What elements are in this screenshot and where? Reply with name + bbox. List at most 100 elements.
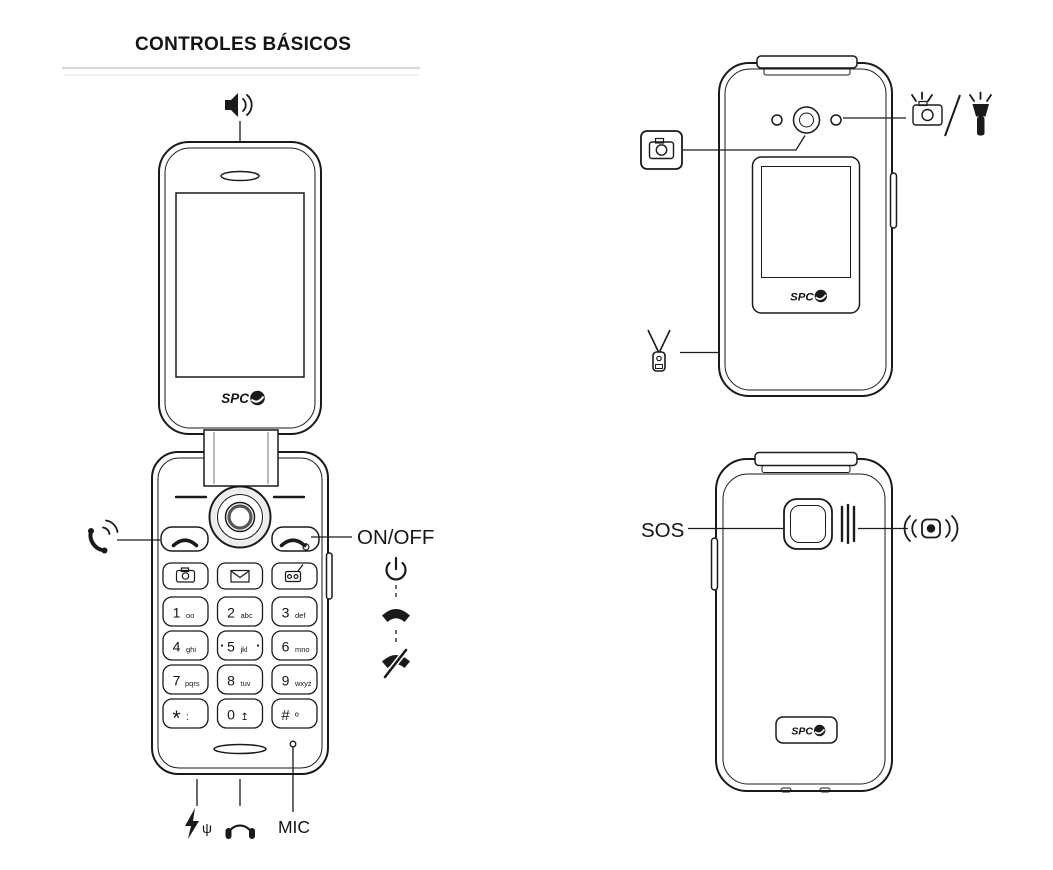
mic-label: MIC [278,817,310,837]
logo-swoosh [815,294,827,300]
cover-side-button [889,172,898,229]
navigation-pad [208,485,272,549]
main-screen [175,192,305,378]
svg-text:wxyz: wxyz [294,679,312,688]
key-7: 7 pqrs [162,664,209,695]
svg-text:mno: mno [295,645,310,654]
sos-label: SOS [641,519,684,542]
back-hinge [754,451,858,473]
svg-text:0: 0 [227,707,235,723]
call-key [160,526,209,552]
svg-text:↥: ↥ [241,712,249,723]
call-icon [88,519,119,554]
lanyard-icon [647,329,671,372]
envelope-icon [230,569,250,583]
message-key [216,562,264,590]
reject-call-icon [382,648,410,679]
cover-camera-lens [792,106,821,134]
svg-text:º: º [295,712,299,723]
torch-icon [969,91,992,136]
key-9: 9 wxyz [271,664,318,695]
sos-button-shape [783,498,833,550]
svg-text::: : [186,712,189,723]
logo-plate [775,716,838,744]
tactile-dot [256,644,260,647]
phone-flip-inner-line [164,147,316,429]
key-1: 1 oo [162,596,209,627]
brand-text: SPC [791,725,813,737]
open-phone-front-view: SPC [88,93,434,839]
flash-led [771,114,783,126]
svg-text:*: * [172,707,180,730]
key-3: 3 def [271,596,318,627]
logo-swoosh [814,728,825,735]
numeric-keypad: 1 oo 2 abc 3 def 4 ghi 5 jkl [162,596,318,730]
svg-text:abc: abc [241,611,253,620]
key-5: 5 jkl [216,630,264,661]
cover-hinge [756,55,858,76]
bottom-notches [780,787,831,793]
speaker-grille [840,503,856,545]
speaker-volume-icon [225,93,253,117]
brand-text: SPC [221,391,249,406]
mic-hole [289,740,297,748]
back-side-button [710,537,719,591]
svg-text:def: def [295,611,306,620]
slash-separator [944,94,961,137]
svg-text:5: 5 [227,639,235,655]
svg-text:#: # [281,707,290,724]
camera-icon [640,130,683,170]
charger-icon: ψ [185,808,212,839]
svg-text:oo: oo [186,611,194,620]
key-0: 0 ↥ [216,698,264,729]
svg-text:pqrs: pqrs [185,679,200,688]
svg-text:3: 3 [282,605,290,621]
cover-inner-line [724,68,887,391]
key-hash: # º [271,698,318,729]
loudspeaker-icon [903,515,959,542]
camera-key [162,562,209,590]
logo-swoosh [250,395,265,403]
earpiece-speaker [220,170,260,182]
radio-key [271,562,318,590]
spc-logo: SPC [221,390,265,406]
camera-flash-icon [911,91,943,126]
hang-up-icon [382,609,410,622]
spc-logo: SPC [791,724,826,737]
svg-text:2: 2 [227,605,235,621]
key-4: 4 ghi [162,630,209,661]
svg-text:1: 1 [173,605,181,621]
key-6: 6 mno [271,630,318,661]
page-title: CONTROLES BÁSICOS [135,33,351,55]
svg-text:ghi: ghi [186,645,196,654]
torch-led [830,114,842,126]
svg-text:9: 9 [282,673,290,689]
camera-key-icon [181,572,190,580]
key-8: 8 tuv [216,664,264,695]
brand-text: SPC [790,291,814,303]
svg-text:8: 8 [227,673,235,689]
svg-text:jkl: jkl [240,645,248,654]
radio-icon [284,570,302,583]
headphones-icon [225,824,255,839]
usb-symbol: ψ [202,820,212,836]
scan-artifact-lines [62,66,420,76]
bottom-speaker-slot [213,743,267,755]
side-button [325,552,333,600]
power-end-key [271,526,320,552]
hinge [203,429,279,487]
closed-phone-cover-view: SPC [640,55,992,397]
svg-text:6: 6 [282,639,290,655]
svg-text:7: 7 [173,673,181,689]
onoff-label: ON/OFF [357,526,434,549]
svg-text:tuv: tuv [241,679,251,688]
spc-logo: SPC [790,289,828,303]
key-2: 2 abc [216,596,264,627]
back-cover-line [722,473,886,785]
key-star: * : [162,698,209,730]
external-screen-display [761,166,851,278]
tactile-dot [220,644,224,647]
external-screen-glass [751,156,861,314]
phone-back-view: SOS SPC [641,451,959,793]
